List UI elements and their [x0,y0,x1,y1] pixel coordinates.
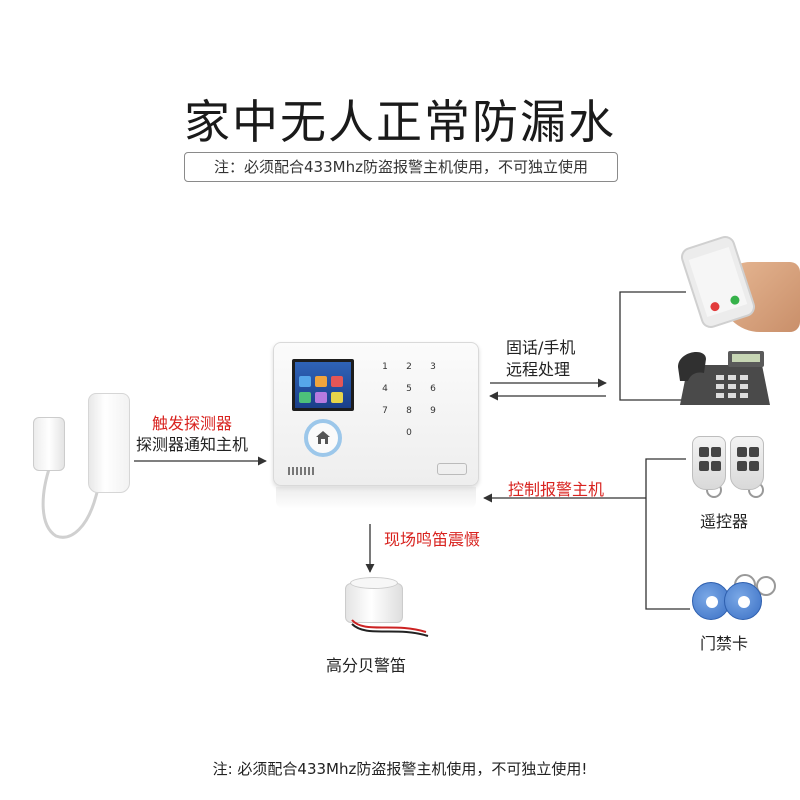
label-control-panel: 控制报警主机 [508,480,605,499]
home-icon [316,431,330,444]
key-3: 3 [430,362,436,372]
panel-lcd [292,359,354,411]
key-8: 8 [406,406,412,416]
bottom-notice: 注: 必须配合433Mhz防盗报警主机使用，不可独立使用! [212,760,588,778]
phone-bracket [619,291,686,401]
label-remote-handle: 远程处理 [506,360,571,379]
home-button [304,419,342,457]
label-siren-device: 高分贝警笛 [326,656,407,675]
label-trigger-detector: 触发探测器 [152,414,233,433]
page-title: 家中无人正常防漏水 [184,95,616,149]
label-remote-control: 遥控器 [700,512,749,531]
top-notice: 注：必须配合433Mhz防盗报警主机使用，不可独立使用 [184,152,618,182]
panel-rfid-reader [437,463,467,475]
key-4: 4 [382,384,388,394]
key-7: 7 [382,406,388,416]
label-detector-notify: 探测器通知主机 [136,435,249,454]
key-6: 6 [430,384,436,394]
label-landline-mobile: 固话/手机 [506,338,576,357]
key-9: 9 [430,406,436,416]
desk-phone-icon [678,351,770,405]
key-1: 1 [382,362,388,372]
alarm-panel-icon: 1 2 3 4 5 6 7 8 9 0 [273,342,479,486]
controls-bracket [645,458,690,610]
label-siren-alarm: 现场鸣笛震慑 [384,530,481,549]
key-5: 5 [406,384,412,394]
label-access-card: 门禁卡 [700,634,749,653]
key-0: 0 [406,428,412,438]
key-2: 2 [406,362,412,372]
panel-reflection [276,487,476,509]
panel-speaker [288,467,314,475]
